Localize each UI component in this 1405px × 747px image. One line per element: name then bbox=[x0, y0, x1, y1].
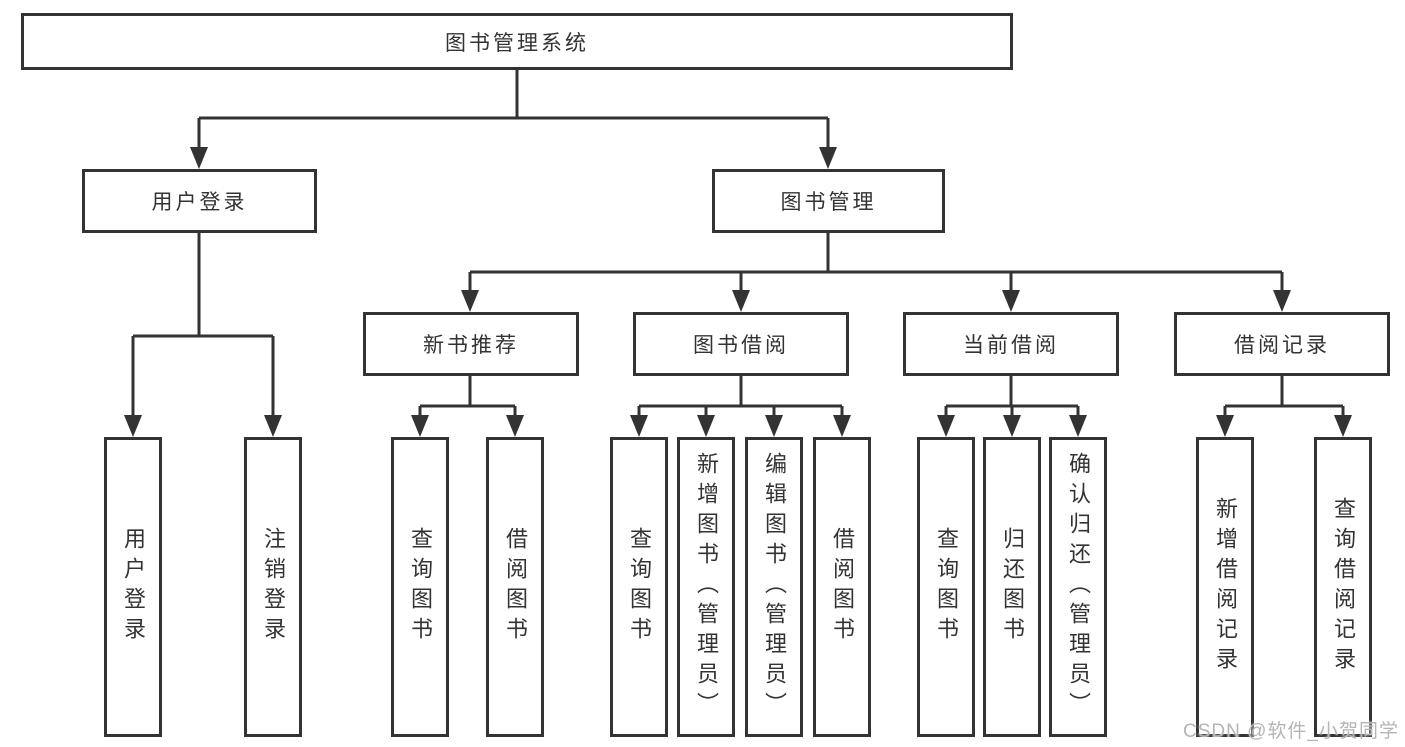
node-leaf-borrow-books: 借阅图书 bbox=[813, 437, 871, 737]
node-leaf-confirm-return-admin-label: 确认归还（管理员） bbox=[1066, 452, 1091, 722]
node-leaf-logout-label: 注销登录 bbox=[261, 527, 286, 647]
node-book-management-label: 图书管理 bbox=[780, 191, 877, 214]
node-leaf-user-login: 用户登录 bbox=[104, 437, 162, 737]
node-book-borrowing: 图书借阅 bbox=[633, 312, 849, 376]
node-leaf-logout: 注销登录 bbox=[244, 437, 302, 737]
node-current-borrowing-label: 当前借阅 bbox=[963, 334, 1059, 357]
node-leaf-return-books: 归还图书 bbox=[983, 437, 1041, 737]
node-current-borrowing: 当前借阅 bbox=[903, 312, 1119, 376]
node-leaf-return-books-label: 归还图书 bbox=[1000, 527, 1025, 647]
node-leaf-query-books-current: 查询图书 bbox=[917, 437, 975, 737]
node-leaf-query-books-borrowing-label: 查询图书 bbox=[627, 527, 652, 647]
node-leaf-edit-books-admin-label: 编辑图书（管理员） bbox=[762, 452, 787, 722]
node-leaf-query-books-recommend: 查询图书 bbox=[391, 437, 449, 737]
node-leaf-add-books-admin: 新增图书（管理员） bbox=[677, 437, 735, 737]
node-leaf-query-books-recommend-label: 查询图书 bbox=[408, 527, 433, 647]
node-book-management: 图书管理 bbox=[712, 169, 945, 233]
node-user-login-branch: 用户登录 bbox=[82, 169, 317, 233]
node-leaf-query-borrow-record-label: 查询借阅记录 bbox=[1331, 497, 1356, 677]
node-library-management-system-label: 图书管理系统 bbox=[445, 31, 589, 55]
node-leaf-add-borrow-record: 新增借阅记录 bbox=[1196, 437, 1254, 737]
node-user-login-branch-label: 用户登录 bbox=[151, 191, 248, 214]
node-borrow-records-label: 借阅记录 bbox=[1234, 334, 1330, 357]
node-leaf-borrow-books-label: 借阅图书 bbox=[830, 527, 855, 647]
node-leaf-user-login-label: 用户登录 bbox=[121, 527, 146, 647]
node-leaf-query-borrow-record: 查询借阅记录 bbox=[1314, 437, 1372, 737]
node-leaf-borrow-books-recommend: 借阅图书 bbox=[486, 437, 544, 737]
node-leaf-query-books-borrowing: 查询图书 bbox=[610, 437, 668, 737]
node-leaf-query-books-current-label: 查询图书 bbox=[934, 527, 959, 647]
node-leaf-edit-books-admin: 编辑图书（管理员） bbox=[745, 437, 803, 737]
node-leaf-confirm-return-admin: 确认归还（管理员） bbox=[1049, 437, 1107, 737]
node-leaf-add-borrow-record-label: 新增借阅记录 bbox=[1213, 497, 1238, 677]
node-book-borrowing-label: 图书借阅 bbox=[693, 334, 789, 357]
node-library-management-system: 图书管理系统 bbox=[21, 13, 1013, 70]
node-new-book-recommend: 新书推荐 bbox=[363, 312, 579, 376]
node-new-book-recommend-label: 新书推荐 bbox=[423, 334, 519, 357]
node-leaf-borrow-books-recommend-label: 借阅图书 bbox=[503, 527, 528, 647]
node-borrow-records: 借阅记录 bbox=[1174, 312, 1390, 376]
node-leaf-add-books-admin-label: 新增图书（管理员） bbox=[694, 452, 719, 722]
csdn-watermark: CSDN @软件_小贺同学 bbox=[1183, 721, 1399, 742]
